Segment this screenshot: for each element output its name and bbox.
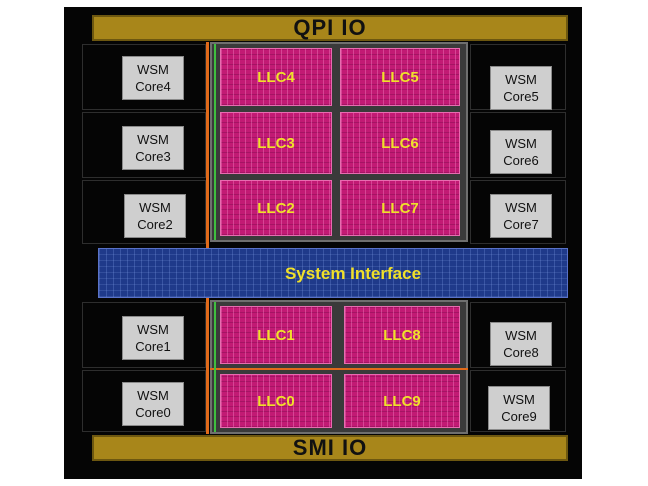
core-9: WSM Core9 xyxy=(488,386,550,430)
core-1: WSM Core1 xyxy=(122,316,184,360)
system-interface-label: System Interface xyxy=(284,264,422,283)
core-slot-right-9 xyxy=(470,370,566,432)
core-8-name: Core8 xyxy=(503,345,539,360)
core-1-type: WSM xyxy=(137,322,169,337)
core-7-name: Core7 xyxy=(503,217,539,232)
system-interface-block xyxy=(98,248,568,298)
core-4-type: WSM xyxy=(137,62,169,77)
llc-8-label: LLC8 xyxy=(383,326,421,344)
llc-3: LLC3 xyxy=(220,112,332,174)
llc-2: LLC2 xyxy=(220,180,332,236)
core-4: WSM Core4 xyxy=(122,56,184,100)
core-9-name: Core9 xyxy=(501,409,537,424)
llc-5-label: LLC5 xyxy=(381,68,419,86)
core-2: WSM Core2 xyxy=(124,194,186,238)
core-slot-right-6 xyxy=(470,112,566,178)
left-routing-line xyxy=(206,42,209,434)
core-3-name: Core3 xyxy=(135,149,171,164)
core-6: WSM Core6 xyxy=(490,130,552,174)
llc-9-label: LLC9 xyxy=(383,392,421,410)
core-6-name: Core6 xyxy=(503,153,539,168)
core-6-type: WSM xyxy=(505,136,537,151)
core-5: WSM Core5 xyxy=(490,66,552,110)
core-slot-left-1 xyxy=(82,302,206,368)
core-slot-left-2 xyxy=(82,180,206,244)
llc-4: LLC4 xyxy=(220,48,332,106)
core-3-type: WSM xyxy=(137,132,169,147)
core-0: WSM Core0 xyxy=(122,382,184,426)
core-5-name: Core5 xyxy=(503,89,539,104)
llc-4-label: LLC4 xyxy=(257,68,295,86)
llc-9: LLC9 xyxy=(344,374,460,428)
llc-1-label: LLC1 xyxy=(257,326,295,344)
core-8: WSM Core8 xyxy=(490,322,552,366)
core-slot-left-0 xyxy=(82,370,206,432)
core-5-type: WSM xyxy=(505,72,537,87)
core-slot-left-3 xyxy=(82,112,206,178)
llc-8: LLC8 xyxy=(344,306,460,364)
core-slot-right-8 xyxy=(470,302,566,368)
lower-routing-line xyxy=(210,368,468,370)
llc-0-label: LLC0 xyxy=(257,392,295,410)
core-0-name: Core0 xyxy=(135,405,171,420)
core-slot-right-7 xyxy=(470,180,566,244)
core-4-name: Core4 xyxy=(135,79,171,94)
core-3: WSM Core3 xyxy=(122,126,184,170)
llc-7: LLC7 xyxy=(340,180,460,236)
llc-1: LLC1 xyxy=(220,306,332,364)
core-7-type: WSM xyxy=(505,200,537,215)
upper-green-trace xyxy=(214,44,216,240)
qpi-io-bar: QPI IO xyxy=(92,15,568,41)
core-slot-left-4 xyxy=(82,44,206,110)
llc-6: LLC6 xyxy=(340,112,460,174)
core-2-type: WSM xyxy=(139,200,171,215)
core-0-type: WSM xyxy=(137,388,169,403)
smi-io-label: SMI IO xyxy=(292,435,368,460)
lower-green-trace xyxy=(214,302,216,432)
core-8-type: WSM xyxy=(505,328,537,343)
llc-3-label: LLC3 xyxy=(257,134,295,152)
core-9-type: WSM xyxy=(503,392,535,407)
llc-2-label: LLC2 xyxy=(257,199,295,217)
llc-0: LLC0 xyxy=(220,374,332,428)
core-2-name: Core2 xyxy=(137,217,173,232)
llc-7-label: LLC7 xyxy=(381,199,419,217)
qpi-io-label: QPI IO xyxy=(293,15,367,40)
core-1-name: Core1 xyxy=(135,339,171,354)
llc-5: LLC5 xyxy=(340,48,460,106)
smi-io-bar: SMI IO xyxy=(92,435,568,461)
llc-6-label: LLC6 xyxy=(381,134,419,152)
core-7: WSM Core7 xyxy=(490,194,552,238)
